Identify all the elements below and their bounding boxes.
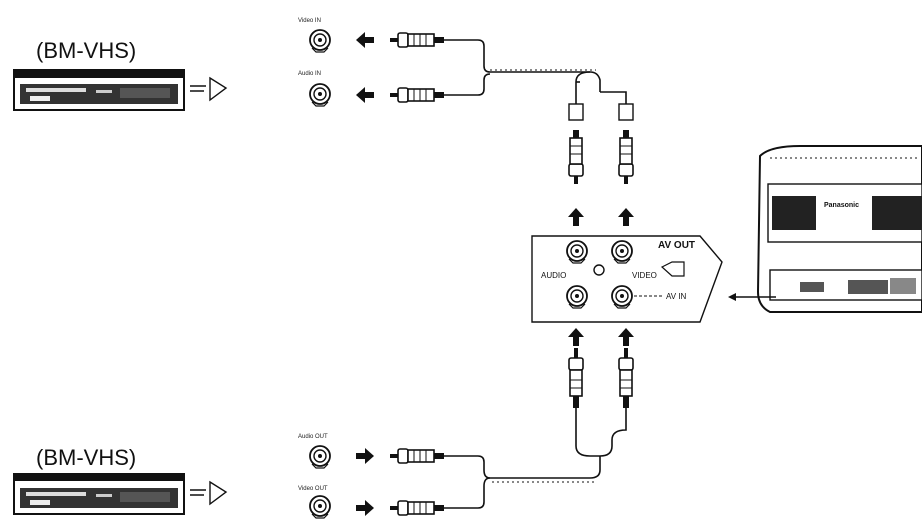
label-video: VIDEO (632, 271, 657, 280)
video-out-jack (309, 495, 331, 519)
cable-top (444, 39, 627, 104)
rca-plug-video-bottom (389, 500, 445, 516)
arrow-right-icon (356, 500, 374, 516)
label-audio-out: Audio OUT (298, 434, 328, 440)
hand-pointer-icon (190, 480, 228, 506)
arrow-up-icon (568, 208, 584, 226)
arrow-left-icon (356, 32, 374, 48)
rca-plug-audio-up (568, 357, 584, 408)
label-av-out: AV OUT (658, 240, 695, 251)
hand-pointer-icon (190, 76, 228, 102)
vcr-bottom-device (13, 473, 185, 515)
video-in-panel-jack (611, 285, 633, 309)
audio-out-jack (309, 445, 331, 469)
label-video-out: Video OUT (298, 486, 328, 492)
rca-plug-audio-down (568, 129, 584, 185)
rca-plug-video-up (618, 357, 634, 408)
label-av-in: AV IN (666, 292, 687, 301)
cable-bottom (444, 408, 627, 509)
arrow-left-icon (356, 87, 374, 103)
vcr-top-device (13, 69, 185, 111)
hand-pointer-icon (660, 261, 685, 277)
arrow-up-icon (618, 208, 634, 226)
arrow-left-thin-icon (728, 293, 776, 301)
video-in-jack (309, 29, 331, 53)
vcr-top-title: (BM-VHS) (36, 38, 136, 63)
label-video-in: Video IN (298, 18, 321, 24)
rca-plug-video-top (389, 32, 445, 48)
label-audio-in: Audio IN (298, 71, 321, 77)
arrow-right-icon (356, 448, 374, 464)
rca-plug-audio-top (389, 87, 445, 103)
audio-in-panel-jack (566, 285, 588, 309)
audio-out-panel-jack (566, 240, 588, 264)
arrow-up-icon (568, 328, 584, 346)
rca-plug-audio-bottom (389, 448, 445, 464)
vcr-bottom-title: (BM-VHS) (36, 445, 136, 470)
label-audio: AUDIO (541, 271, 566, 280)
camera-brand: Panasonic (824, 202, 859, 209)
audio-in-jack (309, 83, 331, 107)
camcorder-device (756, 145, 922, 313)
switch-icon (593, 264, 605, 276)
arrow-up-icon (618, 328, 634, 346)
video-out-panel-jack (611, 240, 633, 264)
rca-plug-video-down (618, 129, 634, 185)
